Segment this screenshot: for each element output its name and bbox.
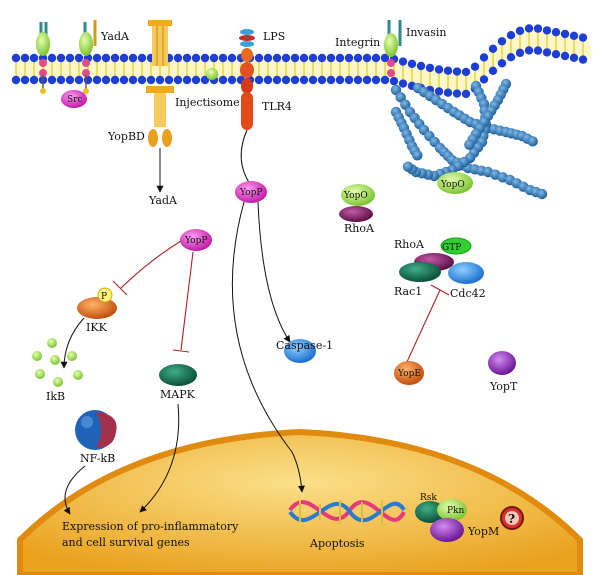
- label-injectisome: Injectisome: [175, 96, 240, 109]
- label-question: ?: [508, 512, 515, 526]
- yopo-actin: [437, 172, 473, 194]
- rsk-pkn-yopm-complex: [415, 499, 467, 542]
- arrow-yopp-to-apoptosis: [231, 201, 305, 493]
- label-src: Src: [67, 95, 83, 105]
- connector-tlr4-yopp: [240, 129, 251, 185]
- ikk-complex: [77, 287, 117, 319]
- label-expression-line2: and cell survival genes: [62, 536, 190, 549]
- inhibition-yopp-ikk: [120, 240, 182, 289]
- label-gtp: GTP: [442, 243, 461, 253]
- label-yopo-membrane: YopO: [440, 180, 465, 190]
- plasma-membrane: [11, 24, 592, 99]
- label-yada-bottom: YadA: [148, 194, 178, 207]
- label-integrin: Integrin: [335, 36, 380, 49]
- inhibition-yope-rho: [405, 289, 441, 365]
- label-mapk: MAPK: [160, 388, 196, 401]
- arrow-nfkb-to-expression: [63, 465, 86, 515]
- label-ikk: IKK: [86, 321, 108, 334]
- label-expression-line1: Expression of pro-inflammatory: [62, 520, 239, 533]
- injectisome: [146, 20, 218, 147]
- lps-tlr4-receptor: [239, 29, 255, 130]
- label-rac1: Rac1: [394, 285, 422, 298]
- label-nfkb: NF-kB: [80, 452, 115, 465]
- mapk: [159, 364, 197, 386]
- yope: [394, 361, 424, 385]
- label-tlr4: TLR4: [262, 100, 292, 113]
- label-ikb: IkB: [46, 390, 65, 403]
- inhibition-bar-ikk: [112, 280, 128, 296]
- label-p: P: [101, 292, 107, 302]
- label-apoptosis: Apoptosis: [309, 537, 365, 550]
- nf-kb: [75, 410, 117, 450]
- yopo-rhoa-complex: [339, 184, 375, 222]
- label-cdc42: Cdc42: [450, 287, 486, 300]
- src-protein: [61, 90, 87, 108]
- label-lps: LPS: [263, 30, 285, 43]
- ikb-molecules: [32, 338, 83, 387]
- inhibition-yopp-mapk: [180, 251, 194, 351]
- label-yopo-rhoa: YopO: [343, 191, 368, 201]
- label-yopp-left: YopP: [184, 236, 207, 246]
- yopp-left: [180, 229, 212, 251]
- label-rhoa-left: RhoA: [344, 222, 375, 235]
- label-yopp-center: YopP: [239, 188, 262, 198]
- arrow-mapk-to-expression: [139, 403, 180, 513]
- label-pkn: Pkn: [447, 506, 465, 516]
- label-yopbd: YopBD: [107, 130, 145, 143]
- dna-helix: [288, 500, 406, 524]
- question-icon: [500, 506, 524, 530]
- yopp-center: [235, 181, 267, 203]
- integrin-receptor: [384, 20, 402, 77]
- label-yopm: YopM: [467, 525, 499, 538]
- label-invasin: Invasin: [406, 26, 446, 39]
- label-caspase: Caspase-1: [276, 339, 333, 352]
- inhibition-bar-mapk: [172, 349, 190, 353]
- arrow-ikk-to-ikb: [60, 317, 85, 369]
- yada-receptors: [36, 20, 97, 94]
- caspase-1: [284, 339, 316, 363]
- label-yope: YopE: [397, 369, 421, 379]
- label-yopt: YopT: [489, 380, 518, 393]
- label-yada-top: YadA: [100, 30, 130, 43]
- rho-gtpase-cluster: [399, 237, 484, 284]
- yopt: [488, 351, 516, 375]
- arrow-yopp-to-caspase: [257, 201, 291, 343]
- actin-cytoskeleton: [390, 78, 548, 200]
- label-rsk: Rsk: [420, 493, 437, 503]
- inhibition-bar-rho: [430, 284, 450, 296]
- label-rhoa-gtp: RhoA: [394, 238, 425, 251]
